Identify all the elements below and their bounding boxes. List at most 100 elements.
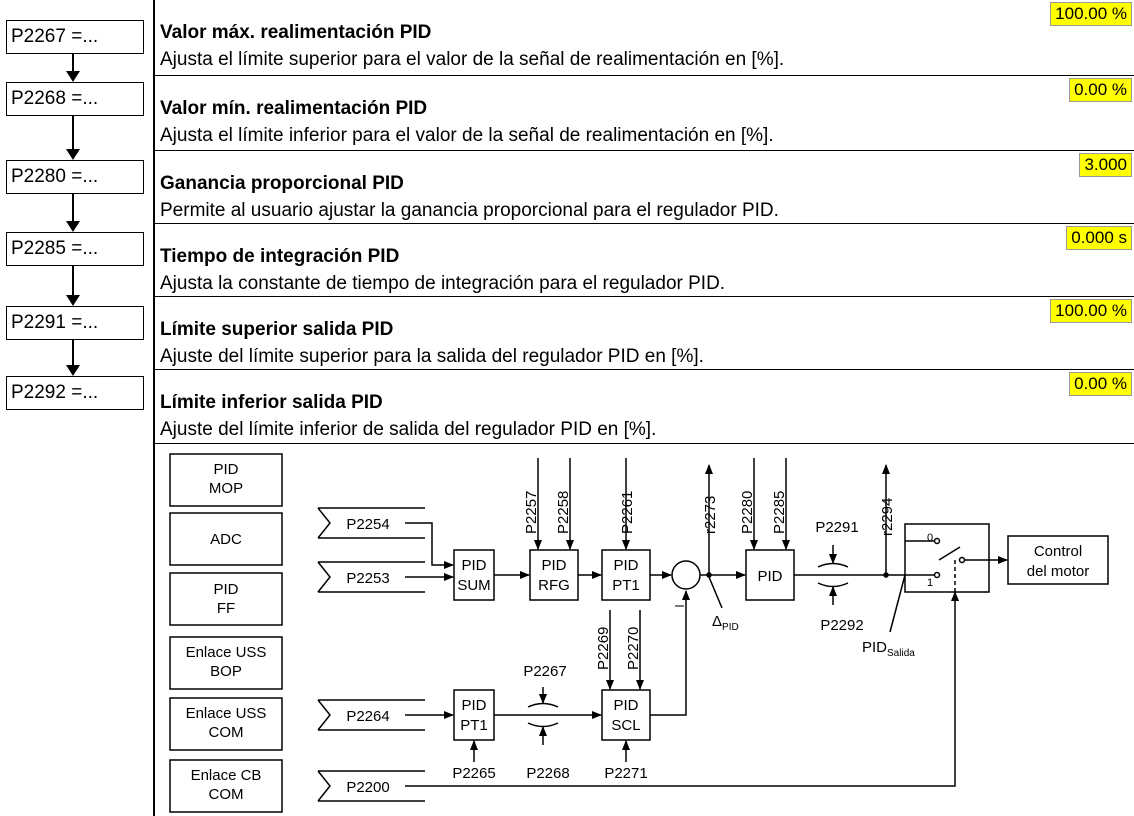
source-pid-mop [169, 453, 283, 507]
param-row-p2285: Tiempo de integración PID Ajusta la cons… [154, 224, 1134, 297]
param-label: P2285 [771, 491, 788, 534]
param-label: P2271 [604, 765, 647, 782]
input-p2254 [317, 507, 425, 539]
block-label: Control [1034, 543, 1082, 560]
param-desc: Ajusta el límite superior para el valor … [160, 49, 785, 70]
source-label: PID [213, 461, 238, 478]
param-title: Límite inferior salida PID [160, 392, 383, 413]
pid-block-diagram: PID MOP ADC PID FF Enlace USS BOP Enlace… [169, 453, 1109, 813]
param-box-p2285[interactable]: P2285 =... [6, 232, 144, 266]
param-box-p2291[interactable]: P2291 =... [6, 306, 144, 340]
divider-line [153, 0, 155, 816]
input-p2253 [317, 561, 425, 593]
block-label: SCL [611, 717, 640, 734]
source-label: COM [209, 786, 244, 803]
param-label: P2267 [523, 663, 566, 680]
source-label: Enlace USS [186, 644, 267, 661]
param-value[interactable]: 100.00 % [1050, 2, 1132, 26]
source-label: FF [217, 600, 235, 617]
chain-arrow [66, 116, 80, 160]
param-title: Límite superior salida PID [160, 319, 394, 340]
block-control-motor [1007, 535, 1109, 585]
param-value[interactable]: 100.00 % [1050, 299, 1132, 323]
param-row-p2268: Valor mín. realimentación PID Ajusta el … [154, 76, 1134, 151]
param-label: P2257 [523, 491, 540, 534]
block-pid-scl [601, 689, 651, 741]
param-value[interactable]: 0.000 s [1066, 226, 1132, 250]
param-label: P2268 [526, 765, 569, 782]
input-label: P2264 [346, 708, 389, 725]
param-label: P2265 [452, 765, 495, 782]
source-label: PID [213, 581, 238, 598]
param-box-p2267[interactable]: P2267 =... [6, 20, 144, 54]
switch-label-0: 0 [927, 532, 933, 544]
param-box-p2280[interactable]: P2280 =... [6, 160, 144, 194]
delta-pid-label: ΔPID [712, 613, 739, 633]
param-label: P2258 [555, 491, 572, 534]
param-label: P2261 [619, 491, 636, 534]
minus-sign: – [675, 597, 684, 614]
param-desc: Ajusta la constante de tiempo de integra… [160, 273, 726, 294]
param-label: P2280 [739, 491, 756, 534]
param-desc: Ajuste del límite inferior de salida del… [160, 419, 657, 440]
switch-label-1: 1 [927, 577, 933, 589]
block-label: PID [613, 557, 638, 574]
pid-output-label: PIDSalida [862, 639, 915, 659]
param-box-p2268[interactable]: P2268 =... [6, 82, 144, 116]
param-label: P2292 [820, 617, 863, 634]
block-pid [745, 549, 795, 601]
param-row-p2280: Ganancia proporcional PID Permite al usu… [154, 151, 1134, 224]
block-label: RFG [538, 577, 570, 594]
input-label: P2253 [346, 570, 389, 587]
source-pid-ff [169, 572, 283, 626]
param-label: r2294 [879, 498, 896, 536]
input-label: P2254 [346, 516, 389, 533]
param-desc: Ajuste del límite superior para la salid… [160, 346, 704, 367]
block-label: PT1 [460, 717, 488, 734]
param-label: P2269 [595, 627, 612, 670]
source-adc [169, 512, 283, 566]
source-label: ADC [210, 531, 242, 548]
param-label: P2291 [815, 519, 858, 536]
param-desc: Permite al usuario ajustar la ganancia p… [160, 200, 779, 221]
param-title: Tiempo de integración PID [160, 246, 400, 267]
source-cb-com [169, 759, 283, 813]
input-label: P2200 [346, 779, 389, 796]
param-value[interactable]: 3.000 [1079, 153, 1132, 177]
param-desc: Ajusta el límite inferior para el valor … [160, 125, 774, 146]
source-label: MOP [209, 480, 243, 497]
source-label: COM [209, 724, 244, 741]
param-row-p2267: Valor máx. realimentación PID Ajusta el … [154, 0, 1134, 76]
param-box-p2292[interactable]: P2292 =... [6, 376, 144, 410]
param-label: r2273 [702, 496, 719, 534]
chain-arrow [66, 340, 80, 376]
chain-arrow [66, 194, 80, 232]
param-title: Valor máx. realimentación PID [160, 22, 432, 43]
block-label: PT1 [612, 577, 640, 594]
block-label: PID [461, 557, 486, 574]
param-label: P2270 [625, 627, 642, 670]
block-label: PID [757, 568, 782, 585]
param-title: Valor mín. realimentación PID [160, 98, 428, 119]
param-value[interactable]: 0.00 % [1069, 78, 1132, 102]
source-label: BOP [210, 663, 242, 680]
source-uss-bop [169, 636, 283, 690]
source-label: Enlace USS [186, 705, 267, 722]
block-label: PID [541, 557, 566, 574]
param-row-p2291: Límite superior salida PID Ajuste del lí… [154, 297, 1134, 370]
source-uss-com [169, 697, 283, 751]
block-label: PID [613, 697, 638, 714]
param-row-p2292: Límite inferior salida PID Ajuste del lí… [154, 370, 1134, 444]
block-label: PID [461, 697, 486, 714]
input-p2264 [317, 699, 425, 731]
block-label: SUM [457, 577, 490, 594]
summing-junction [671, 560, 701, 590]
input-p2200 [317, 770, 425, 802]
output-switch [904, 523, 990, 593]
source-label: Enlace CB [191, 767, 262, 784]
block-label: del motor [1027, 563, 1090, 580]
param-value[interactable]: 0.00 % [1069, 372, 1132, 396]
param-title: Ganancia proporcional PID [160, 173, 404, 194]
chain-arrow [66, 266, 80, 306]
chain-arrow [66, 54, 80, 82]
